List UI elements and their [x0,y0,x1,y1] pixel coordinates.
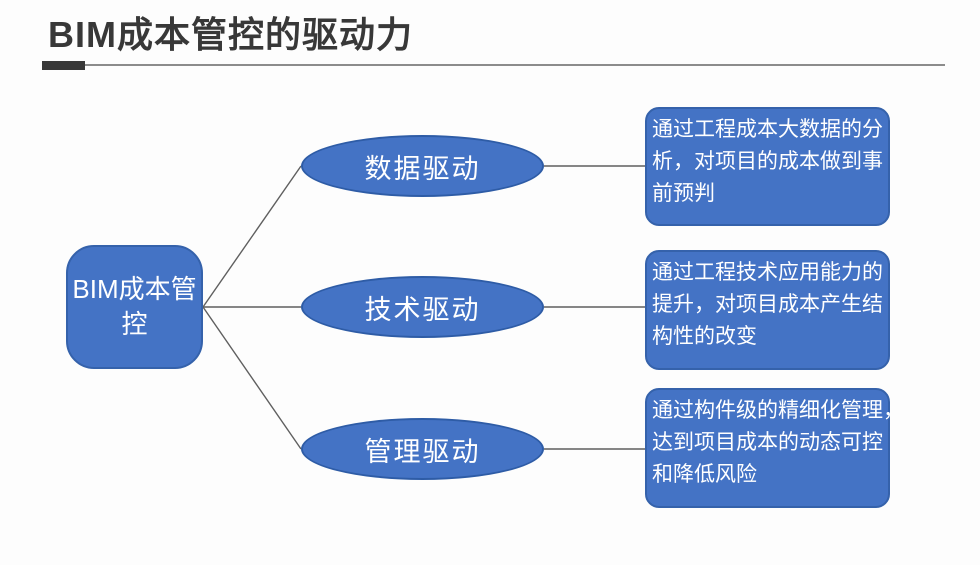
description-box-tech-driven: 通过工程技术应用能力的 提升，对项目成本产生结 构性的改变 [645,250,890,370]
description-box-data-driven: 通过工程成本大数据的分 析，对项目的成本做到事 前预判 [645,107,890,226]
title-underline-accent [42,61,85,70]
branch-node-tech-driven: 技术驱动 [301,276,544,338]
root-node-bim-cost-control: BIM成本管 控 [66,245,203,369]
title-underline [42,64,945,66]
description-box-mgmt-driven: 通过构件级的精细化管理， 达到项目成本的动态可控 和降低风险 [645,388,904,508]
page-title: BIM成本管控的驱动力 [48,14,413,55]
connector-root-to-data [202,165,302,308]
branch-node-data-driven: 数据驱动 [301,135,544,197]
connector-root-to-mgmt [202,306,302,450]
branch-node-mgmt-driven: 管理驱动 [301,418,544,480]
